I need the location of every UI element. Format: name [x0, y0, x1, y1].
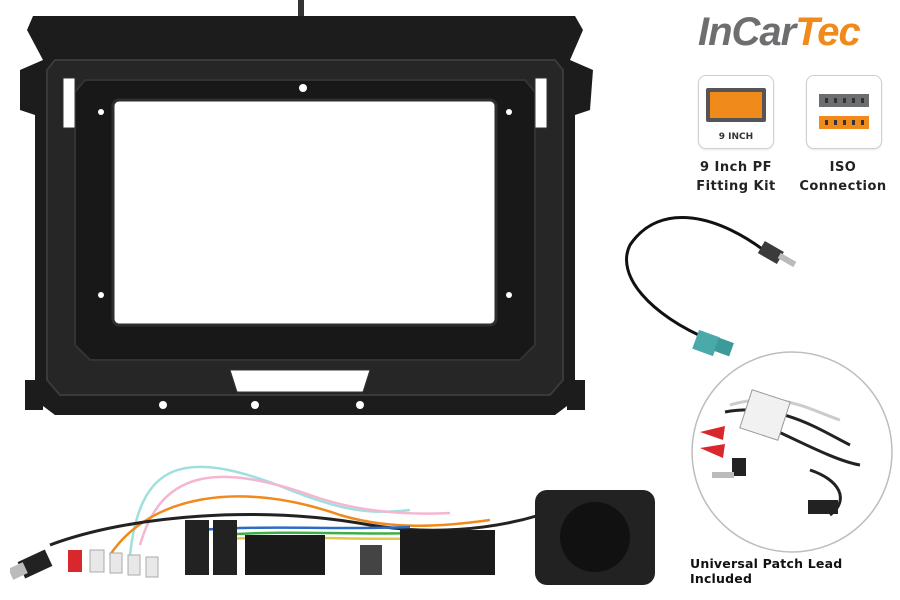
- brand-logo-part2: Tec: [795, 10, 860, 54]
- antenna-adapter-image: [625, 215, 797, 357]
- patch-lead-image: [691, 351, 893, 553]
- wiring-harness-image: [10, 465, 655, 585]
- fitting-kit-badge: 9 INCH: [698, 75, 774, 149]
- fitting-kit-caption-line1: 9 Inch PF: [699, 160, 773, 175]
- patch-lead-caption: Universal Patch Lead Included: [690, 556, 843, 586]
- brand-logo-part1: InCar: [698, 10, 796, 54]
- fitting-kit-inner-label: 9 INCH: [718, 132, 754, 142]
- screen-fascia-icon: [706, 88, 766, 122]
- iso-connector-icon: [819, 94, 869, 129]
- fitting-kit-caption-line2: Fitting Kit: [696, 179, 776, 194]
- iso-connection-caption-line1: ISO: [829, 160, 857, 175]
- iso-connection-badge: [806, 75, 882, 149]
- iso-connection-caption-line2: Connection: [799, 179, 887, 194]
- fitting-kit-caption: 9 Inch PF Fitting Kit: [686, 158, 786, 196]
- brand-logo: InCarTec: [698, 10, 861, 55]
- iso-connection-caption: ISO Connection: [793, 158, 893, 196]
- fascia-frame-image: [20, 0, 593, 415]
